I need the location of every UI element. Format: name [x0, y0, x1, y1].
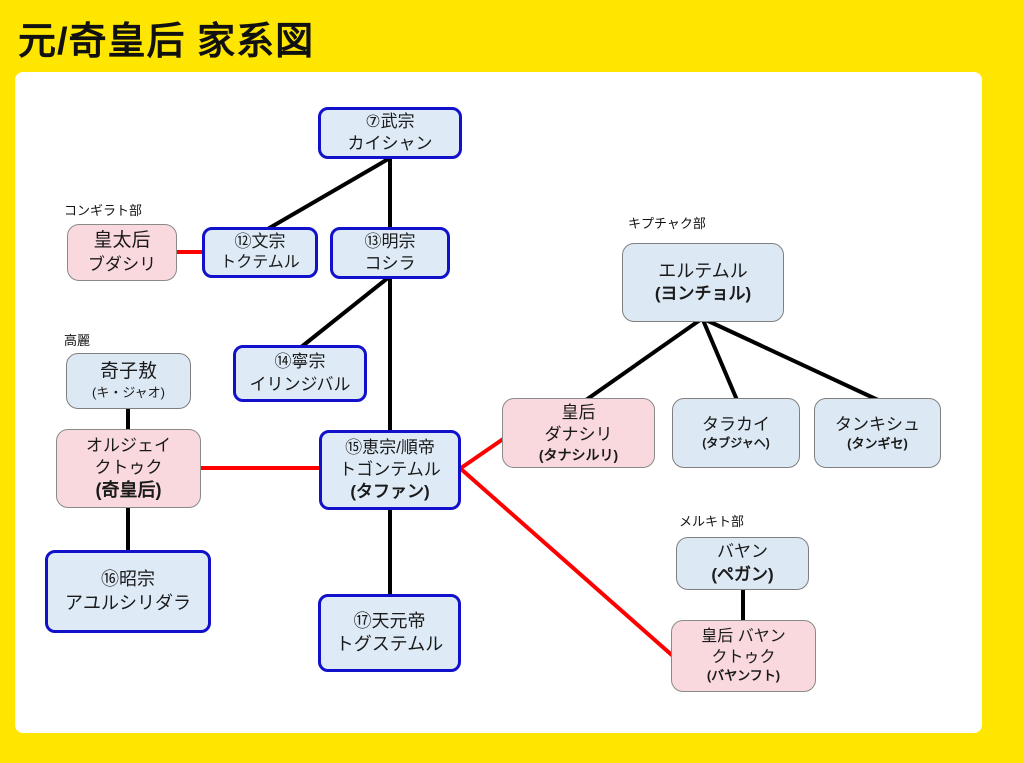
edge-eltemur-danashiri	[584, 318, 702, 402]
node-relative-bayan: バヤン (ペガン)	[676, 537, 809, 590]
node-label: ダナシリ	[544, 424, 613, 444]
node-label: ⑬明宗	[364, 231, 416, 251]
node-label: (ペガン)	[711, 564, 774, 584]
node-label: バヤン	[717, 542, 768, 562]
node-label: 奇子敖	[99, 361, 157, 383]
node-emperor-wenzong: ⑫文宗 トクテムル	[202, 227, 318, 278]
node-emperor-tianyuan: ⑰天元帝 トグステムル	[318, 594, 461, 672]
node-label: (ヨンチョル)	[654, 284, 752, 304]
node-label: 皇后 バヤン	[701, 627, 786, 645]
node-emperor-mingzong: ⑬明宗 コシラ	[330, 227, 450, 279]
node-label: (キ・ジャオ)	[91, 384, 165, 400]
descent-lines	[126, 156, 880, 624]
node-label: トクテムル	[220, 254, 300, 272]
edge-eltemur-tarakai	[701, 318, 739, 402]
node-label: 皇太后	[93, 230, 151, 252]
node-label: イリンジバル	[249, 374, 351, 394]
edge-huizong-danashiri	[459, 435, 508, 470]
node-relative-kijao: 奇子敖 (キ・ジャオ)	[66, 353, 191, 409]
node-label: カイシャン	[347, 134, 433, 153]
node-label: ⑮恵宗/順帝	[345, 437, 435, 457]
node-label: (タファン)	[350, 482, 430, 502]
node-label: (バヤンフト)	[706, 668, 781, 684]
node-label: エルテムル	[658, 260, 748, 281]
group-label-kipchak: キプチャク部	[628, 216, 706, 231]
node-emperor-huizong: ⑮恵宗/順帝 トゴンテムル (タファン)	[319, 430, 461, 510]
node-label: クトゥク	[711, 648, 776, 666]
node-label: (タンギセ)	[847, 435, 908, 451]
group-label-goryeo: 高麗	[64, 333, 91, 348]
node-emperor-zhaozong: ⑯昭宗 アユルシリダラ	[45, 550, 211, 633]
node-label: タラカイ	[702, 415, 770, 435]
node-label: ⑯昭宗	[101, 569, 155, 590]
node-relative-tarakai: タラカイ (タブジャヘ)	[672, 398, 800, 468]
node-consort-budashiri: 皇太后 ブダシリ	[67, 224, 177, 281]
node-label: (タブジャヘ)	[702, 436, 770, 451]
edge-mingzong-ningzong	[298, 275, 391, 350]
node-consort-bayankhutugh: 皇后 バヤン クトゥク (バヤンフト)	[671, 620, 816, 692]
node-label: ブダシリ	[87, 254, 157, 274]
node-label: 皇后	[561, 402, 596, 422]
node-label: トゴンテムル	[339, 459, 441, 479]
node-label: (奇皇后)	[95, 479, 162, 500]
node-emperor-ningzong: ⑭寧宗 イリンジバル	[233, 345, 367, 402]
node-label: コシラ	[364, 254, 416, 273]
group-label-merkit: メルキト部	[679, 514, 745, 529]
group-label-khongirad: コンギラト部	[64, 203, 143, 218]
edge-wuzong-wenzong	[264, 156, 392, 232]
node-relative-eltemur: エルテムル (ヨンチョル)	[622, 243, 784, 322]
node-label: ⑰天元帝	[353, 610, 426, 631]
node-label: アユルシリダラ	[65, 592, 191, 613]
node-emperor-wuzong: ⑦武宗 カイシャン	[318, 107, 462, 159]
node-label: トグステムル	[335, 634, 444, 654]
node-label: タンキシュ	[835, 414, 920, 434]
marriage-lines	[174, 250, 676, 659]
edge-eltemur-tankish	[704, 318, 880, 402]
node-consort-danashiri: 皇后 ダナシリ (タナシルリ)	[502, 398, 655, 468]
node-label: ⑭寧宗	[274, 352, 326, 372]
node-relative-tankish: タンキシュ (タンギセ)	[814, 398, 941, 468]
node-consort-oljei: オルジェイ クトゥク (奇皇后)	[56, 429, 201, 508]
node-label: ⑫文宗	[234, 232, 286, 252]
node-label: (タナシルリ)	[538, 447, 619, 463]
node-label: オルジェイ	[86, 435, 171, 455]
edge-huizong-bayankhutugh	[459, 467, 676, 659]
page-title: 元/奇皇后 家系図	[18, 21, 315, 63]
node-label: クトゥク	[94, 457, 163, 477]
node-label: ⑦武宗	[365, 111, 415, 131]
